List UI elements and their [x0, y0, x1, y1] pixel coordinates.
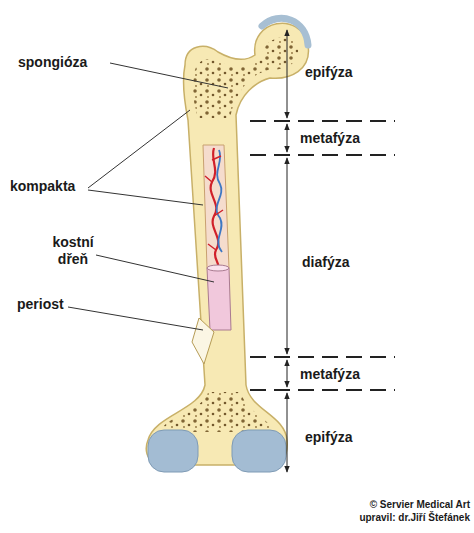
- cartilage-condyle: [232, 430, 286, 472]
- cartilage-condyle: [148, 430, 198, 472]
- femur-outline: [146, 23, 308, 469]
- zone-label: diafýza: [302, 254, 392, 271]
- span-arrow: [287, 360, 288, 387]
- part-label: kompakta: [10, 178, 100, 195]
- span-arrow: [287, 393, 288, 472]
- leader-line: [88, 190, 203, 205]
- part-label: periost: [17, 296, 87, 313]
- span-arrow: [287, 158, 288, 354]
- part-label: kostní dřeň: [44, 234, 102, 268]
- credit-note: upravil: dr.Jiří Štefánek: [310, 512, 470, 524]
- zone-boundary: [250, 120, 395, 122]
- spongy-bone-bottom: [160, 392, 274, 432]
- zone-boundary: [250, 154, 395, 156]
- zone-label: epifýza: [305, 64, 395, 81]
- zone-label: metafýza: [300, 130, 390, 147]
- zone-label: epifýza: [305, 429, 395, 446]
- credit-note: © Servier Medical Art: [310, 499, 470, 511]
- medullary-cavity: [203, 145, 229, 268]
- span-arrow: [287, 30, 288, 118]
- bone-marrow-top: [207, 265, 229, 271]
- zone-label: metafýza: [300, 366, 390, 383]
- part-label: spongióza: [18, 54, 118, 71]
- span-arrow: [287, 124, 288, 152]
- bone-marrow: [207, 268, 231, 330]
- leader-line: [96, 255, 214, 282]
- zone-boundary: [250, 389, 395, 391]
- periosteum-flap: [192, 318, 214, 364]
- vein: [217, 150, 222, 252]
- artery-branch: [205, 156, 223, 250]
- cartilage-head: [262, 18, 308, 45]
- spongy-bone-top: [193, 37, 298, 118]
- leader-line: [110, 63, 228, 88]
- leader-line: [88, 110, 190, 188]
- leader-line: [68, 307, 203, 330]
- zone-boundary: [250, 356, 395, 358]
